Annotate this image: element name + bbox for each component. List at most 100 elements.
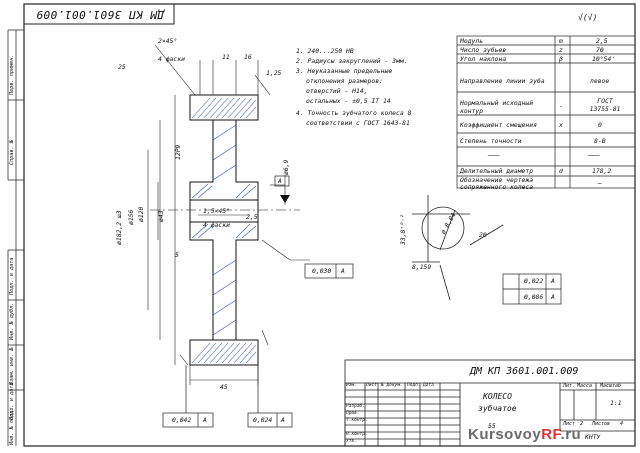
param-val: левое: [590, 77, 610, 85]
tol-0022: 0,022: [524, 277, 544, 285]
side-label: Справ. №: [9, 140, 15, 165]
roughness-5: 5: [175, 251, 179, 259]
param-val: 0: [598, 121, 602, 129]
param-name: Модуль: [460, 37, 484, 45]
stamp-lit-label: Лит.: [563, 383, 576, 389]
tol-0030: 0,030: [312, 267, 332, 275]
watermark: KursovoyRF.ru: [468, 426, 581, 443]
tol-0086-base: А: [551, 293, 555, 301]
param-val: —: [598, 179, 602, 187]
param-sym: d: [559, 167, 563, 175]
tol-0030-base: А: [341, 267, 345, 275]
param-sym: z: [559, 46, 563, 54]
dim-45: 45: [220, 383, 228, 391]
stamp-scale-label: Масштаб: [600, 383, 622, 389]
param-val: 10°54': [592, 55, 616, 63]
side-label: Перв. примен.: [9, 54, 15, 95]
param-val: 2,5: [596, 37, 608, 45]
stamp-material: 55: [488, 422, 496, 430]
param-val: 178,2: [592, 167, 612, 175]
note-line: 1. 240...250 НВ: [296, 47, 354, 55]
side-label: Инв. № дубл.: [9, 302, 15, 340]
stamp-title-2: зубчатое: [478, 404, 517, 413]
param-name: Угол наклона: [460, 55, 507, 63]
dim-chamfer-mid: 1,5×45°: [203, 207, 230, 215]
param-name: Нормальный исходный контур: [460, 99, 534, 115]
note-line: остальных - ±0,5 IT 14: [306, 97, 391, 105]
dim-d156: ø156: [127, 209, 135, 225]
tol-0024: 0,024: [253, 416, 273, 424]
stamp-col-label: Дата: [423, 383, 434, 388]
tol-0042-base: А: [203, 416, 207, 424]
param-val: ГОСТ 13755-81: [589, 97, 621, 113]
stamp-col-label: № докум.: [381, 383, 403, 388]
stamp-sheet-val: 2: [580, 421, 584, 427]
note-line: 3. Неуказанные предельные: [296, 67, 393, 75]
roughness-general: √(√): [578, 13, 598, 22]
stamp-col-label: Лист: [366, 383, 377, 388]
dim-d43: ø43: [157, 210, 165, 222]
stamp-doc-code: ДМ КП 3601.001.009: [470, 366, 579, 377]
note-line: отклонения размеров:: [306, 77, 383, 85]
dim-11: 11: [222, 53, 230, 61]
dim-16: 16: [244, 53, 252, 61]
stamp-org: КНТУ: [585, 433, 601, 441]
stamp-col-label: Изм.: [346, 383, 357, 388]
param-val: 8-В: [594, 137, 606, 145]
base-a-1: А: [278, 177, 282, 185]
dim-keyway2: ø6,9: [282, 159, 290, 175]
tol-0042: 0,042: [172, 416, 192, 424]
note-line: 2. Радиусы закруглений - 3мм.: [296, 57, 408, 65]
stamp-role: Н.контр.: [346, 432, 368, 437]
stamp-col-label: Подп.: [407, 383, 421, 388]
param-sym: m: [559, 37, 563, 45]
dim-d1822: ø182,2 ш3: [115, 210, 123, 245]
watermark-part-a: Kursovoy: [468, 426, 542, 443]
param-name: ———: [488, 151, 500, 159]
dim-chamfer-top: 2×45°: [158, 37, 178, 45]
tol-0022-base: А: [551, 277, 555, 285]
param-name: Направление линии зуба: [460, 77, 545, 85]
profile-20: 20: [479, 231, 487, 239]
param-name: Число зубьев: [460, 46, 507, 54]
param-sym: β: [559, 55, 563, 63]
tol-0024-base: А: [281, 416, 285, 424]
param-sym: x: [559, 121, 563, 129]
param-sym: -: [559, 102, 563, 110]
dim-25: 25: [118, 63, 126, 71]
param-val: ———: [588, 151, 600, 159]
watermark-part-b: RF: [541, 426, 561, 443]
stamp-role: Т.контр.: [346, 418, 368, 423]
note-line: 4. Точность зубчатого колеса 8: [296, 109, 412, 117]
tol-0086: 0,086: [524, 293, 544, 301]
param-name: Коэффициент смещения: [460, 121, 537, 129]
watermark-part-c: .ru: [560, 426, 582, 443]
side-label: Взам. инв. №: [9, 347, 15, 385]
stamp-sheets-val: 4: [620, 421, 624, 427]
dim-chamfer-top2: 4 фаски: [158, 55, 185, 63]
stamp-title-1: КОЛЕСО: [483, 392, 512, 401]
param-name: Делительный диаметр: [460, 167, 534, 175]
note-line: отверстий - Н14,: [306, 87, 368, 95]
stamp-role: Пров.: [346, 411, 360, 416]
stamp-scale-val: 1:1: [610, 399, 622, 407]
stamp-mass-label: Масса: [577, 383, 593, 389]
stamp-role: Разраб.: [346, 404, 365, 409]
stamp-sheets-label: Листов: [592, 421, 611, 427]
side-label: Подп. и дата: [9, 257, 15, 295]
doc-code-top: ДМ КП 3601.001.009: [35, 8, 165, 21]
param-name: Степень точности: [460, 137, 522, 145]
param-name: Обозначение чертежа сопряженного колеса: [460, 176, 534, 192]
dim-125: 1,25: [266, 69, 282, 77]
profile-338: 33,8⁺⁰·²: [399, 214, 407, 245]
side-label: Инв. № подл.: [9, 407, 15, 445]
dim-chamfer-mid2: 4 фаски: [203, 221, 230, 229]
stamp-role: Утв.: [346, 439, 357, 444]
profile-8159: 8,159: [412, 263, 432, 271]
dim-r25b: 2,5: [246, 213, 258, 221]
dim-d120: ø120: [137, 206, 145, 222]
stamp-sheet-label: Лист: [563, 421, 576, 427]
param-val: 70: [596, 46, 604, 54]
note-line: соответствии с ГОСТ 1643-81: [306, 119, 410, 127]
